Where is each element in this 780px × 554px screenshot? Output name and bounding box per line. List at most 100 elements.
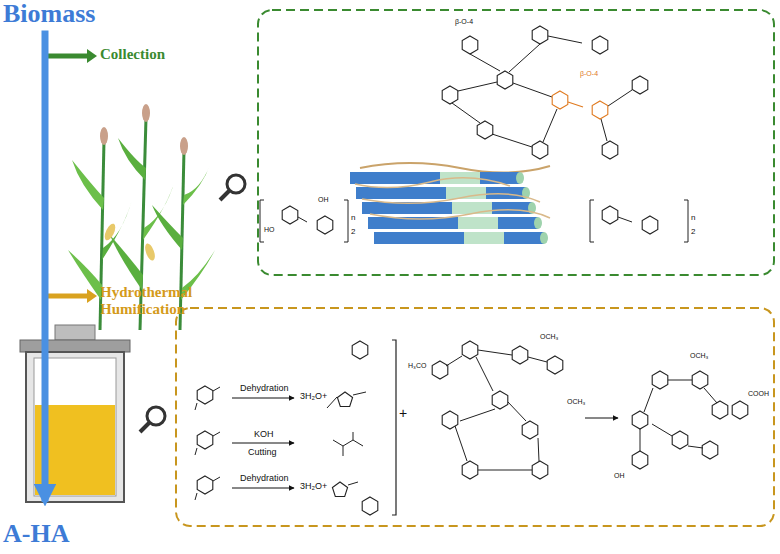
atom-label: OCH₃ — [567, 398, 585, 406]
product-molecule — [327, 392, 366, 408]
corn-plant — [102, 200, 132, 260]
sugar-molecule — [197, 431, 213, 449]
reactor-vessel — [20, 325, 130, 502]
lignin-structure — [442, 86, 458, 104]
cellulose-formula — [590, 200, 688, 242]
corn-plant — [142, 104, 150, 122]
cellulose-fibre-bundle — [452, 202, 492, 214]
reaction-label: KOH — [254, 430, 274, 440]
product-molecule — [352, 341, 368, 359]
cellulose-fibre-bundle — [355, 178, 550, 219]
cellulose-fibre-bundle — [350, 163, 550, 244]
repeat-index: 2 — [351, 228, 355, 237]
product-molecule — [333, 432, 363, 456]
atom-label: OCH₃ — [540, 333, 558, 341]
corn-plant — [72, 160, 104, 210]
panel-frame — [176, 10, 774, 526]
cellulose-fibre-bundle — [374, 232, 464, 244]
humic-acid-structure — [732, 401, 748, 419]
lignin-structure — [592, 36, 608, 54]
reactor-vessel — [20, 340, 130, 352]
repeat-index: n — [691, 214, 695, 223]
start-label: Biomass — [3, 0, 95, 29]
highlighted-linkage — [552, 91, 568, 109]
magnifier-icon — [227, 175, 245, 193]
lignin-structure — [602, 141, 618, 159]
atom-label: OCH₃ — [690, 352, 708, 360]
corn-plant — [100, 127, 108, 145]
reaction-label: Cutting — [248, 448, 277, 458]
cellulose-fibre-bundle — [492, 202, 532, 214]
cellulose-fibre-bundle — [534, 217, 542, 229]
panel-frame — [176, 308, 774, 526]
reaction-arrow — [232, 398, 294, 399]
linkage-label: β-O-4 — [455, 18, 473, 26]
corn-plant — [68, 250, 102, 300]
reaction-arrow — [232, 488, 294, 489]
cellulose-formula — [260, 200, 688, 242]
reaction-label: Dehydration — [240, 474, 289, 484]
product-molecule — [362, 497, 378, 515]
corn-plant — [68, 104, 215, 330]
reaction-arrow — [232, 398, 618, 488]
humic-acid-structure — [652, 371, 668, 389]
repeat-index: n — [351, 214, 355, 223]
cellulose-formula — [298, 217, 307, 222]
humic-acid-structure — [632, 451, 648, 469]
end-label: A-HA — [3, 520, 69, 549]
lignin-structure — [532, 26, 548, 44]
lignin-fragment — [522, 421, 538, 439]
sugar-molecule — [195, 387, 220, 500]
magnifier-icon — [147, 407, 165, 425]
cellulose-formula — [642, 216, 658, 234]
reactor-vessel — [26, 352, 124, 502]
cellulose-formula — [317, 216, 333, 234]
product-molecule — [348, 482, 358, 485]
corn-plant — [152, 205, 183, 250]
lignin-fragment — [492, 391, 508, 409]
humic-acid-structure — [672, 431, 688, 449]
magnifier-icon — [220, 191, 229, 200]
cellulose-fibre-bundle — [504, 232, 544, 244]
corn-plant — [180, 137, 188, 155]
lignin-fragment — [446, 350, 547, 470]
reaction-arrow — [585, 418, 618, 419]
sugar-molecule — [197, 476, 213, 494]
cellulose-fibre-bundle — [464, 232, 504, 244]
reactor-vessel — [55, 325, 95, 340]
lignin-structure — [497, 71, 513, 89]
lignin-fragment — [532, 461, 548, 479]
stage-title: A-HA — [3, 520, 69, 549]
cellulose-fibre-bundle — [486, 187, 526, 199]
lignin-structure — [532, 141, 548, 159]
atom-label: HO — [264, 226, 275, 234]
corn-plant — [110, 235, 143, 290]
byproduct-label: 3H₂O+ — [300, 392, 327, 402]
branch-label: Hydrothermal Humification — [100, 284, 210, 317]
corn-plant — [118, 138, 146, 180]
lignin-fragment — [432, 341, 563, 479]
branch-arrow — [45, 54, 88, 59]
lignin-fragment — [547, 356, 563, 374]
branch-arrow — [45, 294, 88, 299]
humic-acid-structure — [640, 380, 717, 451]
product-molecule — [332, 482, 347, 497]
highlighted-linkage — [552, 91, 608, 119]
panel-frame — [258, 10, 774, 275]
stage-title: Biomass — [3, 0, 95, 29]
cellulose-fibre-bundle — [360, 163, 550, 173]
humic-acid-structure — [632, 411, 648, 429]
atom-label: COOH — [748, 390, 769, 398]
sugar-molecule — [197, 386, 213, 404]
cellulose-fibre-bundle — [356, 187, 446, 199]
repeat-index: 2 — [691, 228, 695, 237]
cellulose-fibre-bundle — [516, 172, 524, 184]
lignin-fragment — [462, 461, 478, 479]
lignin-structure — [632, 76, 648, 94]
linkage-label: β-O-4 — [580, 70, 598, 78]
lignin-structure — [477, 121, 493, 139]
magnifier-icon — [140, 423, 149, 432]
